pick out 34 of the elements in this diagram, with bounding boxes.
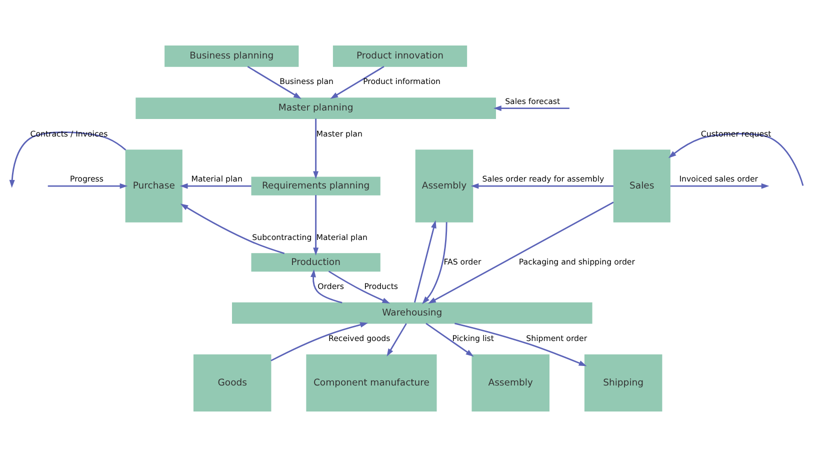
arrow <box>426 322 474 356</box>
arrow <box>313 118 319 179</box>
node-box: Assembly <box>415 149 474 222</box>
node-box: Shipping <box>584 354 662 411</box>
node-box: Goods <box>193 354 272 411</box>
arrow <box>670 182 770 188</box>
node-box: Business planning <box>164 45 299 66</box>
arrow <box>310 268 342 303</box>
arrow <box>428 201 614 304</box>
arrow <box>668 132 804 186</box>
arrow <box>247 65 302 98</box>
arrow <box>328 270 390 303</box>
arrow <box>386 322 407 356</box>
node-box: Purchase <box>125 149 182 222</box>
arrow <box>270 322 368 361</box>
arrow <box>494 105 570 111</box>
arrow <box>313 194 319 255</box>
node-box: Production <box>251 252 380 272</box>
arrow <box>414 220 436 302</box>
arrow <box>9 131 126 188</box>
arrow <box>422 222 448 304</box>
node-box: Component manufacture <box>306 354 437 411</box>
arrow <box>48 182 128 188</box>
node-box: Product innovation <box>332 45 468 66</box>
arrow <box>470 182 614 188</box>
arrow <box>180 182 252 188</box>
arrow <box>454 322 587 366</box>
node-box: Warehousing <box>232 302 592 324</box>
arrow <box>180 203 285 254</box>
node-box: Master planning <box>136 97 496 118</box>
node-box: Assembly <box>472 354 550 411</box>
node-box: Sales <box>613 149 670 222</box>
node-box: Requirements planning <box>251 176 380 195</box>
arrow <box>330 65 384 98</box>
